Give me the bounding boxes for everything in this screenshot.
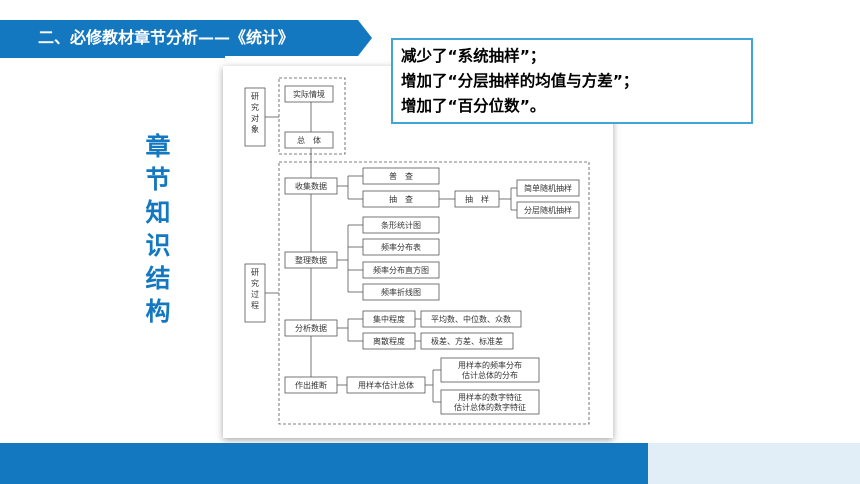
side-title-char: 识 <box>145 231 171 260</box>
side-title-char: 章 <box>145 132 171 161</box>
node-est-dist-line1: 用样本的频率分布 <box>458 360 522 370</box>
side-title-char: 节 <box>145 165 171 194</box>
diagram-canvas: 研 究 对 象 研 究 过 程 实际情境 总 体 收集数据 普 查 抽 查 抽 … <box>244 77 590 425</box>
side-title-char: 构 <box>145 297 171 326</box>
process-label-char: 究 <box>251 278 259 288</box>
footer-accent <box>648 443 860 484</box>
object-label-char: 象 <box>251 124 259 134</box>
process-label-char: 过 <box>251 289 259 299</box>
object-label-char: 研 <box>251 92 259 101</box>
header-underline <box>0 56 225 58</box>
node-organize-data: 整理数据 <box>295 255 327 265</box>
node-simple-random: 简单随机抽样 <box>524 183 572 193</box>
footer-bar <box>0 443 648 484</box>
changes-note-box: 减少了“系统抽样”； 增加了“分层抽样的均值与方差”； 增加了“百分位数”。 <box>391 38 753 124</box>
node-dispersion-measures: 极差、方差、标准差 <box>431 336 503 346</box>
node-estimate: 用样本估计总体 <box>358 380 414 390</box>
node-est-feat-line1: 用样本的数字特征 <box>458 392 522 402</box>
node-histogram: 频率分布直方图 <box>373 265 429 275</box>
object-group-box <box>278 77 346 155</box>
node-stratified: 分层随机抽样 <box>524 205 572 215</box>
process-label-char: 程 <box>251 301 259 310</box>
process-label-char: 研 <box>251 268 259 277</box>
node-polygon: 频率折线图 <box>381 287 421 297</box>
side-title-char: 结 <box>145 264 171 293</box>
statistics-structure-diagram: 研 究 对 象 研 究 过 程 实际情境 总 体 收集数据 普 查 抽 查 抽 … <box>223 66 613 438</box>
node-freq-table: 频率分布表 <box>381 242 421 252</box>
note-line-3: 增加了“百分位数”。 <box>401 97 546 115</box>
node-sample-survey: 抽 查 <box>389 194 413 204</box>
node-bar-chart: 条形统计图 <box>381 220 421 230</box>
node-collect-data: 收集数据 <box>295 181 327 191</box>
node-sampling: 抽 样 <box>465 194 489 204</box>
node-est-feat-line2: 估计总体的数字特征 <box>454 402 526 412</box>
node-infer: 作出推断 <box>295 380 327 390</box>
node-dispersion: 离散程度 <box>373 336 405 346</box>
chapter-structure-title: 章 节 知 识 结 构 <box>138 130 178 328</box>
section-title: 二、必修教材章节分析——《统计》 <box>38 28 295 47</box>
node-situation: 实际情境 <box>293 89 325 99</box>
object-label-char: 对 <box>251 113 259 123</box>
node-population: 总 体 <box>297 135 321 145</box>
note-line-1: 减少了“系统抽样”； <box>401 47 546 65</box>
node-analyze-data: 分析数据 <box>295 323 327 333</box>
node-central-tendency: 集中程度 <box>373 314 405 324</box>
node-census: 普 查 <box>389 171 413 181</box>
section-header: 二、必修教材章节分析——《统计》 <box>0 20 358 56</box>
side-title-char: 知 <box>145 198 171 227</box>
node-central-measures: 平均数、中位数、众数 <box>431 314 511 324</box>
header-arrow-decoration <box>358 20 372 56</box>
node-est-dist-line2: 估计总体的分布 <box>462 370 518 380</box>
object-label-char: 究 <box>251 102 259 112</box>
note-line-2: 增加了“分层抽样的均值与方差”； <box>401 72 639 90</box>
